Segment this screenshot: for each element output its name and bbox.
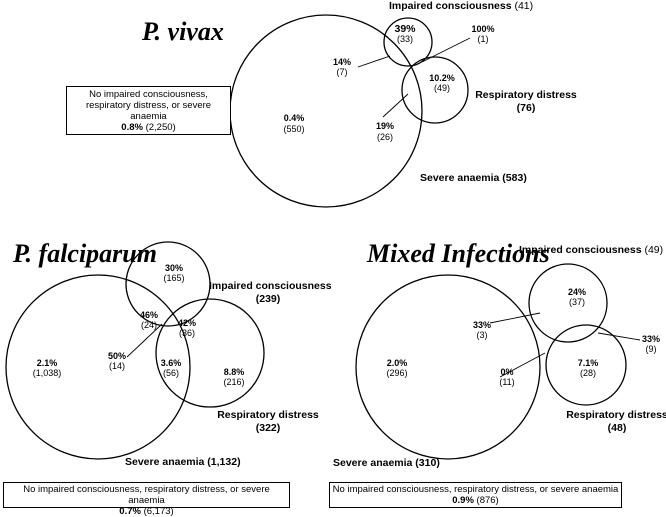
vivax-impaired-circle (383, 17, 433, 67)
mixed-anaemia-resp-pct: 0% (500, 367, 513, 377)
falciparum-imp-resp-n: (36) (179, 328, 195, 338)
falciparum-impaired-circle (125, 241, 211, 327)
mixed-anaemia-circle (355, 274, 541, 460)
mixed-anaemia-only-pct: 2.0% (387, 358, 408, 368)
mixed-respiratory-n: (48) (608, 422, 627, 434)
falciparum-respiratory-circle (155, 298, 265, 408)
falciparum-triple-n: (14) (109, 361, 125, 371)
falciparum-leader-triple (126, 323, 163, 358)
vivax-anaemia-circle (229, 14, 423, 208)
vivax-none-text: No impaired consciousness, respiratory d… (85, 89, 212, 122)
mixed-none-text: No impaired consciousness, respiratory d… (332, 484, 619, 495)
falciparum-anaemia-resp-n: (56) (163, 368, 179, 378)
vivax-anaemia-only-pct: 0.4% (284, 113, 305, 123)
mixed-none-value: 0.9% (876) (452, 495, 499, 506)
vivax-respiratory-n: (76) (517, 102, 536, 114)
falciparum-imp-resp-pct: 42% (178, 318, 196, 328)
mixed-imp-resp-pct: 33% (642, 334, 660, 344)
mixed-leader-anaemia-resp (499, 352, 546, 378)
mixed-impaired-label: Impaired consciousness (49) (519, 244, 663, 256)
mixed-impaired-only-pct: 24% (568, 287, 586, 297)
mixed-anaemia-imp-pct: 33% (473, 320, 491, 330)
mixed-imp-resp-n: (9) (646, 344, 657, 354)
vivax-anaemia-only-n: (550) (283, 124, 304, 134)
mixed-none-box: No impaired consciousness, respiratory d… (329, 482, 622, 508)
vivax-resp-only-n: (49) (434, 83, 450, 93)
mixed-leader-anaemia-imp (489, 312, 541, 324)
vivax-anaemia-imp-n: (7) (337, 67, 348, 77)
falciparum-impaired-n: (239) (256, 293, 281, 305)
mixed-anaemia-resp-n: (11) (499, 377, 514, 387)
vivax-impaired-only-pct: 39% (394, 23, 416, 35)
falciparum-impaired-label: Impaired consciousness (209, 280, 332, 292)
mixed-resp-only-n: (28) (580, 368, 596, 378)
falciparum-impaired-only-pct: 30% (165, 263, 183, 273)
vivax-anaemia-resp-pct: 19% (376, 121, 394, 131)
vivax-anaemia-resp-n: (26) (377, 132, 393, 142)
vivax-leader-triple (421, 37, 471, 63)
vivax-triple-pct: 100% (471, 24, 494, 34)
mixed-anaemia-label: Severe anaemia (310) (333, 457, 440, 469)
vivax-impaired-label: Impaired consciousness (41) (389, 0, 533, 12)
mixed-title: Mixed Infections (366, 239, 550, 268)
falciparum-title: P. falciparum (12, 239, 157, 268)
vivax-leader-anaemia-imp (357, 55, 391, 68)
falciparum-impaired-only-n: (165) (163, 273, 184, 283)
falciparum-anaemia-circle (5, 274, 191, 460)
mixed-resp-only-pct: 7.1% (578, 358, 599, 368)
vivax-none-value: 0.8% (2,250) (121, 122, 176, 133)
vivax-none-box: No impaired consciousness, respiratory d… (66, 86, 231, 135)
vivax-respiratory-label: Respiratory distress (475, 89, 577, 101)
falciparum-anaemia-imp-n: (24) (141, 320, 157, 330)
vivax-leader-anaemia-resp (382, 93, 409, 118)
mixed-anaemia-imp-n: (3) (477, 330, 488, 340)
vivax-respiratory-circle (401, 56, 469, 124)
falciparum-respiratory-n: (322) (256, 422, 281, 434)
mixed-impaired-circle (528, 263, 608, 343)
mixed-impaired-only-n: (37) (569, 297, 585, 307)
falciparum-triple-pct: 50% (108, 351, 126, 361)
falciparum-anaemia-only-pct: 2.1% (37, 358, 58, 368)
vivax-resp-only-pct: 10.2% (429, 73, 455, 83)
mixed-leader-imp-resp (597, 332, 641, 341)
falciparum-respiratory-label: Respiratory distress (217, 409, 319, 421)
vivax-anaemia-label: Severe anaemia (583) (420, 172, 527, 184)
mixed-respiratory-circle (545, 324, 627, 406)
falciparum-anaemia-only-n: (1,038) (33, 368, 62, 378)
mixed-anaemia-only-n: (296) (386, 368, 407, 378)
vivax-anaemia-imp-pct: 14% (333, 57, 351, 67)
falciparum-none-value: 0.7% (6,173) (119, 506, 174, 517)
mixed-respiratory-label: Respiratory distress (566, 409, 666, 421)
falciparum-anaemia-imp-pct: 46% (140, 310, 158, 320)
falciparum-resp-only-n: (216) (223, 377, 244, 387)
falciparum-none-box: No impaired consciousness, respiratory d… (3, 482, 290, 517)
falciparum-anaemia-label: Severe anaemia (1,132) (125, 456, 241, 468)
vivax-title: P. vivax (141, 17, 224, 46)
falciparum-none-text: No impaired consciousness, respiratory d… (23, 484, 270, 506)
falciparum-anaemia-resp-pct: 3.6% (161, 358, 182, 368)
vivax-impaired-only-n: (33) (397, 34, 413, 44)
vivax-triple-n: (1) (478, 34, 489, 44)
falciparum-resp-only-pct: 8.8% (224, 367, 245, 377)
